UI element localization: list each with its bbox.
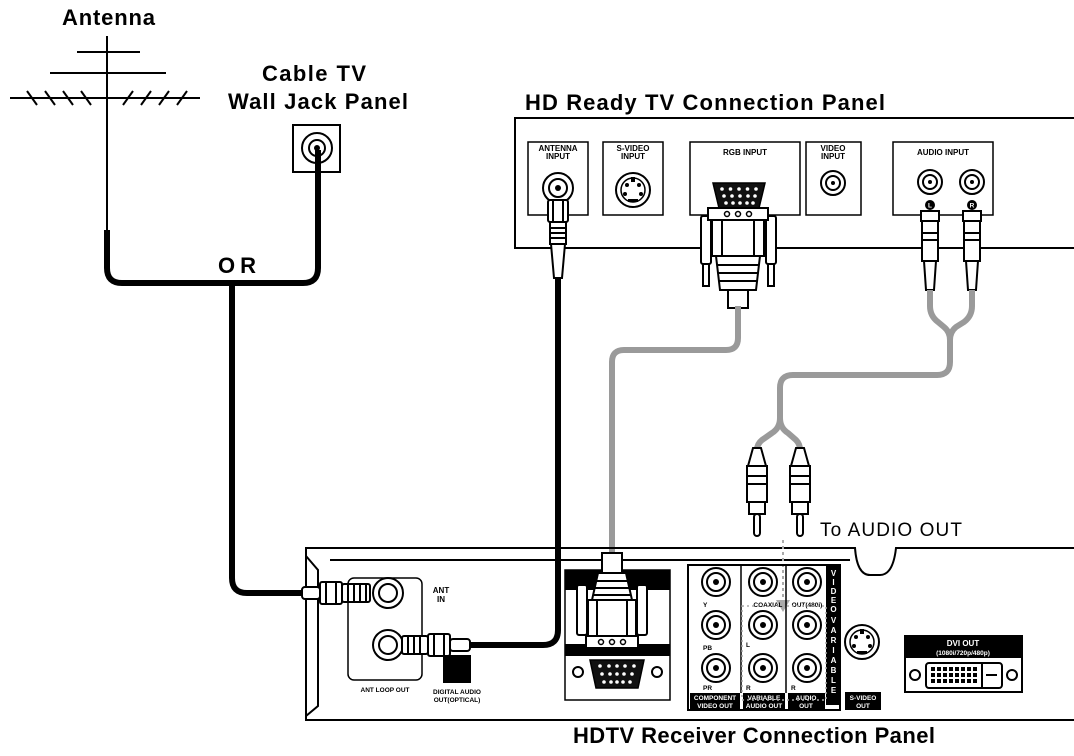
digital-audio-label-1: DIGITAL AUDIO (433, 689, 481, 696)
tv-video-input-label-2: INPUT (821, 152, 845, 161)
plug-left-tag: L (928, 203, 932, 210)
tv-coax-plug (547, 199, 569, 279)
variable-audio-l-label: L (746, 642, 750, 649)
antenna-label: Antenna (62, 5, 156, 30)
component-video-jacks: Y PB PR (701, 567, 731, 692)
receiver-svideo-out: S-VIDEO OUT (844, 624, 881, 710)
rgb-cable (609, 306, 741, 555)
component-y-label: Y (703, 602, 708, 609)
rca-plug-left (746, 447, 768, 537)
tv-connection-panel: ANTENNA INPUT S-VIDEO INPUT RGB INPUT (514, 117, 1074, 249)
side-label-strip (826, 565, 840, 705)
dvi-out-label-2: (1080i/720p/480p) (936, 650, 990, 657)
svideo-out-label-1: S-VIDEO (850, 695, 877, 702)
antenna-icon (10, 36, 200, 232)
rca-plug-right (789, 447, 811, 537)
svideo-out-label-2: OUT (856, 703, 870, 710)
tv-svideo-input-label-1: S-VIDEO (617, 144, 650, 153)
receiver-dvi-out: DVI OUT (1080i/720p/480p) (904, 635, 1023, 693)
tv-rgb-input-label: RGB INPUT (723, 148, 767, 157)
receiver-chassis (305, 547, 1074, 721)
side-label-variable: VARIABLE (829, 616, 838, 696)
to-audio-out-label: To AUDIO OUT (820, 520, 962, 541)
tv-svideo-input: S-VIDEO INPUT (602, 141, 664, 216)
loop-coax-cable (470, 276, 561, 648)
tv-audio-input-label: AUDIO INPUT (917, 148, 969, 157)
digital-audio-label-2: OUT(OPTICAL) (434, 697, 481, 704)
tv-video-input: VIDEO INPUT (805, 141, 862, 216)
component-pb-label: PB (703, 645, 712, 652)
tv-svideo-input-label-2: INPUT (621, 152, 645, 161)
receiver-vga-plug (576, 552, 648, 649)
wall-jack-panel-label: Wall Jack Panel (228, 89, 408, 114)
tv-video-input-label-1: VIDEO (821, 144, 846, 153)
receiver-panel-title: HDTV Receiver Connection Panel (573, 723, 935, 748)
tv-antenna-input-label-1: ANTENNA (538, 144, 577, 153)
ant-loop-out-label: ANT LOOP OUT (361, 687, 410, 694)
component-label-1: COMPONENT (694, 695, 736, 702)
tv-audio-input: AUDIO INPUT (892, 141, 994, 216)
ant-loop-out-coax-plug (401, 633, 471, 657)
receiver-antenna-ports: ANT IN ANT LOOP OUT (347, 577, 450, 694)
variable-audio-label-1: VARIABLE (748, 695, 781, 702)
variable-audio-label-2: AUDIO OUT (746, 703, 783, 710)
side-label-video: VIDEO (829, 569, 838, 614)
audio-out-r-label: R (791, 685, 796, 692)
receiver-av-block: Y PB PR COAXIAL L R OUT(480i) R COMPONEN… (687, 564, 841, 711)
audio-cable (754, 290, 975, 451)
audio-out-label-2: OUT (799, 703, 813, 710)
digital-optical-port: DIGITAL AUDIO OUT(OPTICAL) (433, 655, 481, 704)
component-pr-label: PR (703, 685, 712, 692)
cable-tv-label: Cable TV (262, 61, 366, 86)
tv-vga-plug (700, 182, 777, 309)
variable-audio-jacks: COAXIAL L R (746, 567, 783, 692)
audio-out-label-1: AUDIO (796, 695, 817, 702)
variable-audio-r-label: R (746, 685, 751, 692)
component-label-2: VIDEO OUT (697, 703, 733, 710)
antenna-coax-cable (104, 150, 321, 596)
tv-panel-title: HD Ready TV Connection Panel (525, 90, 885, 115)
or-label: OR (218, 253, 256, 278)
dvi-out-label-1: DVI OUT (947, 639, 980, 648)
tv-audio-plug-left: L (920, 200, 940, 291)
ant-in-label-1: ANT (433, 586, 450, 595)
audio-out-jacks: OUT(480i) R (791, 567, 822, 692)
tv-antenna-input-label-2: INPUT (546, 152, 570, 161)
ant-in-label-2: IN (437, 595, 445, 604)
wall-jack-center-pin (314, 145, 320, 151)
ant-in-coax-plug (301, 581, 371, 605)
tv-audio-plug-right: R (962, 200, 982, 291)
plug-right-tag: R (970, 203, 975, 210)
variable-audio-highlight (741, 605, 827, 701)
